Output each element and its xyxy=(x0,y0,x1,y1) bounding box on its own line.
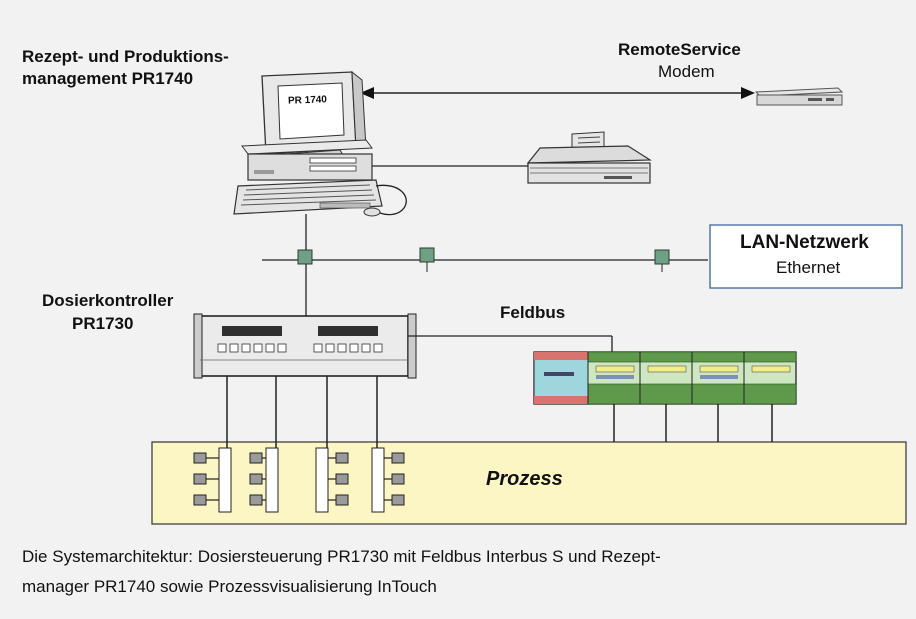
caption-line1: Die Systemarchitektur: Dosiersteuerung P… xyxy=(22,547,661,566)
feldbus-modules xyxy=(533,351,797,405)
prozess-label: Prozess xyxy=(486,468,563,490)
monitor-screen-label: PR 1740 xyxy=(287,94,328,107)
printer-device xyxy=(372,131,652,184)
computer-workstation xyxy=(233,70,407,217)
io-terminal-blocks xyxy=(193,447,405,513)
lan-title: LAN-Netzwerk xyxy=(740,232,869,253)
caption-line2: manager PR1740 sowie Prozessvisualisieru… xyxy=(22,577,437,596)
remote-service-label: RemoteService xyxy=(618,40,741,59)
modem-link-arrow xyxy=(360,87,755,99)
lan-subtitle: Ethernet xyxy=(776,258,841,277)
rezept-label-line1: Rezept- und Produktions- xyxy=(22,47,229,66)
feldbus-process-links xyxy=(613,404,773,442)
network-nodes xyxy=(297,247,670,272)
modem-label: Modem xyxy=(658,62,715,81)
dosier-label-line1: Dosierkontroller xyxy=(42,291,174,310)
rezept-label-line2: management PR1740 xyxy=(22,69,194,88)
dosier-label-line2: PR1730 xyxy=(72,314,134,333)
dosierkontroller-device xyxy=(193,313,417,379)
controller-process-links xyxy=(226,376,378,448)
modem-device xyxy=(754,87,844,106)
lan-box xyxy=(709,224,903,289)
feldbus-label: Feldbus xyxy=(500,303,566,322)
